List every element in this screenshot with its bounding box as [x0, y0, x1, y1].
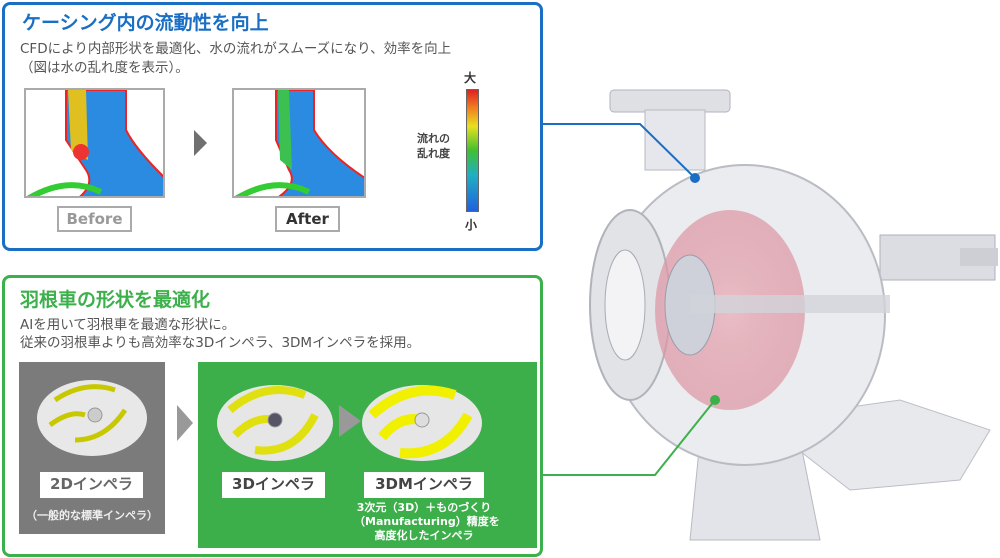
impeller-connector-line	[543, 399, 716, 476]
arrow-right-icon	[194, 130, 207, 156]
turbulence-colorbar	[466, 89, 479, 212]
impeller-3d-label: 3Dインペラ	[222, 472, 325, 498]
cfd-after-image	[232, 88, 366, 198]
impeller-connector-dot	[710, 395, 720, 405]
casing-desc-line1: CFDにより内部形状を最適化、水の流れがスムーズになり、効率を向上	[20, 41, 452, 57]
casing-desc-line2: （図は水の乱れ度を表示）。	[20, 60, 189, 76]
casing-connector-line	[543, 123, 696, 179]
casing-connector-dot	[690, 173, 700, 183]
impeller-3dm-note-line1: 3次元（3D）＋ものづくり	[356, 501, 492, 514]
impeller-3d-image	[217, 385, 333, 461]
legend-min-label: 小	[465, 218, 478, 232]
impeller-2d-label: 2Dインペラ	[40, 472, 143, 498]
after-label: After	[275, 206, 340, 232]
impeller-section-title: 羽根車の形状を最適化	[20, 289, 211, 311]
legend-title-line2: 乱れ度	[417, 147, 450, 160]
impeller-desc-line2: 従来の羽根車よりも高効率な3Dインペラ、3DMインペラを採用。	[20, 335, 421, 351]
cfd-before-image	[24, 88, 165, 198]
legend-max-label: 大	[464, 71, 477, 85]
arrow-right-icon	[339, 405, 361, 437]
impeller-3dm-note-line3: 高度化したインペラ	[374, 529, 474, 542]
arrow-right-icon	[177, 405, 193, 441]
impeller-desc-line1: AIを用いて羽根車を最適な形状に。	[20, 317, 236, 333]
impeller-3dm-label: 3DMインペラ	[364, 472, 484, 498]
impeller-3dm-note-line2: （Manufacturing）精度を	[354, 515, 500, 528]
legend-title-line1: 流れの	[417, 132, 450, 145]
casing-section-title: ケーシング内の流動性を向上	[22, 12, 269, 34]
before-label: Before	[57, 206, 132, 232]
impeller-3dm-image	[362, 385, 482, 461]
impeller-2d-image	[37, 380, 147, 456]
impeller-2d-note: （一般的な標準インペラ）	[26, 509, 158, 522]
